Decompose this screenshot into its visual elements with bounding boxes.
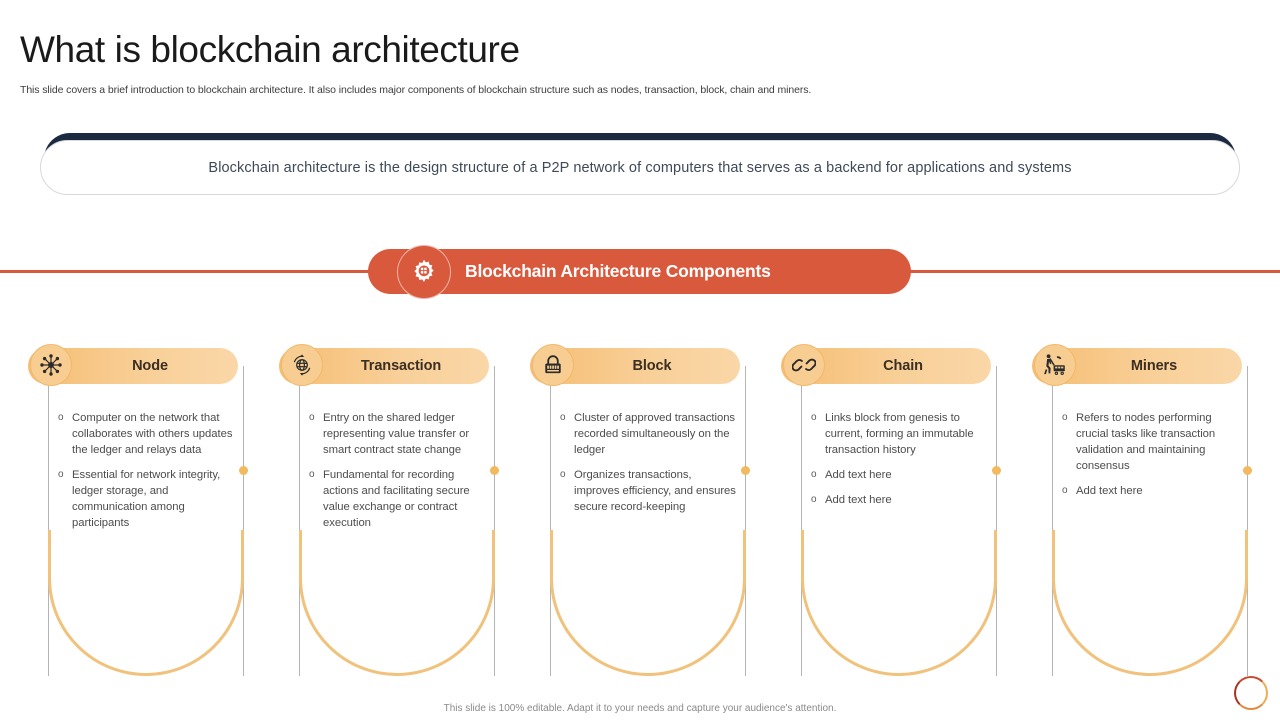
column-rail-u-curve <box>550 530 746 676</box>
rail-dot <box>741 466 750 475</box>
definition-banner: Blockchain architecture is the design st… <box>40 133 1240 195</box>
rail-dot <box>239 466 248 475</box>
column-title-label: Miners <box>1130 358 1178 374</box>
bullet-marker: o <box>811 412 817 423</box>
bullet-text: Add text here <box>1076 485 1143 497</box>
list-item: o Entry on the shared ledger representin… <box>309 410 489 458</box>
list-item: o Add text here <box>1062 483 1242 499</box>
column-bullet-list: o Entry on the shared ledger representin… <box>309 410 489 540</box>
rail-dot <box>490 466 499 475</box>
column-rail-u-curve <box>48 530 244 676</box>
bullet-marker: o <box>58 469 64 480</box>
column-bullet-list: o Computer on the network that collabora… <box>58 410 238 540</box>
column-rail-u-curve <box>299 530 495 676</box>
bullet-marker: o <box>309 469 315 480</box>
list-item: o Add text here <box>811 467 991 483</box>
bullet-marker: o <box>560 412 566 423</box>
section-header-pill: Blockchain Architecture Components <box>368 249 911 294</box>
bullet-text: Add text here <box>825 469 892 481</box>
list-item: o Organizes transactions, improves effic… <box>560 467 740 515</box>
page-title: What is blockchain architecture <box>20 29 520 70</box>
bullet-marker: o <box>811 494 817 505</box>
column-bullet-list: o Links block from genesis to current, f… <box>811 410 991 517</box>
column-title-label: Block <box>632 358 672 374</box>
rail-dot <box>992 466 1001 475</box>
bullet-text: Refers to nodes performing crucial tasks… <box>1076 412 1216 472</box>
list-item: o Essential for network integrity, ledge… <box>58 467 238 531</box>
section-header-label: Blockchain Architecture Components <box>465 261 771 281</box>
banner-card: Blockchain architecture is the design st… <box>40 140 1240 195</box>
bullet-text: Add text here <box>825 494 892 506</box>
bullet-text: Cluster of approved transactions recorde… <box>574 412 736 456</box>
bullet-text: Entry on the shared ledger representing … <box>323 412 470 456</box>
column-title-label: Transaction <box>360 358 442 374</box>
bullet-text: Computer on the network that collaborate… <box>72 412 233 456</box>
column-rail-u-curve <box>1052 530 1248 676</box>
column-bullet-list: o Refers to nodes performing crucial tas… <box>1062 410 1242 508</box>
bullet-text: Links block from genesis to current, for… <box>825 412 974 456</box>
bullet-text: Organizes transactions, improves efficie… <box>574 469 736 513</box>
list-item: o Refers to nodes performing crucial tas… <box>1062 410 1242 474</box>
rail-dot <box>1243 466 1252 475</box>
miner-cart-icon <box>1034 344 1076 386</box>
bullet-marker: o <box>309 412 315 423</box>
chain-link-icon <box>783 344 825 386</box>
page-subtitle: This slide covers a brief introduction t… <box>20 84 812 96</box>
bullet-marker: o <box>58 412 64 423</box>
bullet-marker: o <box>1062 412 1068 423</box>
padlock-icon <box>532 344 574 386</box>
column-title-label: Node <box>132 358 168 374</box>
list-item: o Computer on the network that collabora… <box>58 410 238 458</box>
list-item: o Add text here <box>811 492 991 508</box>
list-item: o Cluster of approved transactions recor… <box>560 410 740 458</box>
bullet-text: Essential for network integrity, ledger … <box>72 469 221 529</box>
bullet-text: Fundamental for recording actions and fa… <box>323 469 470 529</box>
column-title-label: Chain <box>883 358 923 374</box>
list-item: o Links block from genesis to current, f… <box>811 410 991 458</box>
globe-exchange-icon <box>281 344 323 386</box>
column-bullet-list: o Cluster of approved transactions recor… <box>560 410 740 524</box>
column-rail-u-curve <box>801 530 997 676</box>
decorative-ring <box>1234 676 1268 710</box>
footer-note: This slide is 100% editable. Adapt it to… <box>443 703 837 714</box>
list-item: o Fundamental for recording actions and … <box>309 467 489 531</box>
bullet-marker: o <box>811 469 817 480</box>
network-hub-icon <box>30 344 72 386</box>
bullet-marker: o <box>1062 485 1068 496</box>
banner-text: Blockchain architecture is the design st… <box>208 159 1072 176</box>
gear-cog-icon <box>397 245 451 299</box>
bullet-marker: o <box>560 469 566 480</box>
